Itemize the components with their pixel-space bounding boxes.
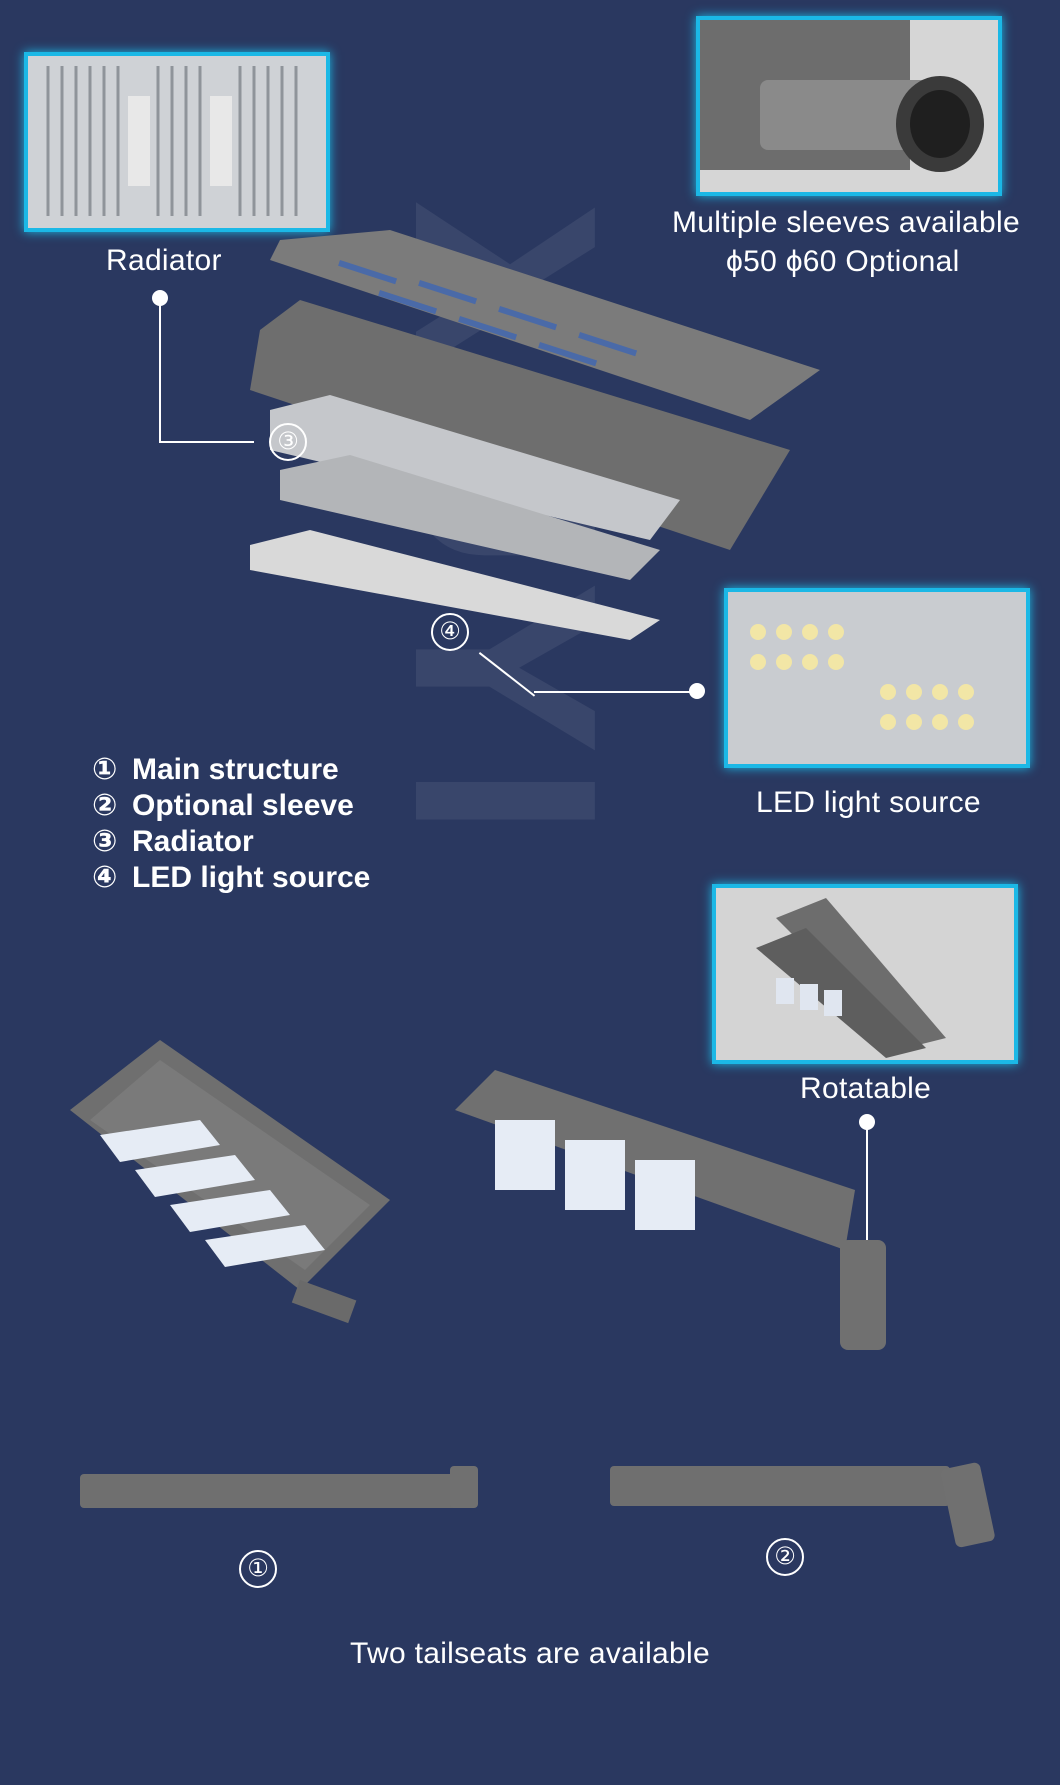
legend-text: Main structure [132,753,339,786]
led-pointer-dot [689,683,705,699]
rotatable-photo [712,884,1018,1064]
legend-item: ④ LED light source [92,860,370,896]
led-label: LED light source [756,786,981,819]
lamp-front-image [70,1040,390,1324]
sleeves-label-line1: Multiple sleeves available [672,206,1020,239]
sleeves-label-line2: ϕ50 ϕ60 Optional [726,245,960,278]
exploded-lamp-image [250,230,820,640]
rotatable-pointer-line [866,1126,868,1266]
legend-text: Optional sleeve [132,789,354,822]
parts-legend: ① Main structure ② Optional sleeve ③ Radiat… [92,752,370,896]
marker-three: ③ [269,423,307,461]
tailseat-two-image [610,1462,995,1548]
legend-num: ③ [92,825,118,858]
rotatable-image [716,888,1014,1060]
led-image [728,592,1026,764]
legend-item: ③ Radiator [92,824,370,860]
legend-text: LED light source [132,861,371,894]
legend-item: ① Main structure [92,752,370,788]
tailseats-caption: Two tailseats are available [350,1637,710,1670]
sleeve-image [700,20,998,192]
rotatable-label: Rotatable [800,1072,932,1105]
legend-num: ② [92,789,118,822]
radiator-pointer-line [159,300,161,442]
radiator-photo [24,52,330,232]
radiator-pointer-dot [152,290,168,306]
legend-num: ① [92,753,118,786]
legend-num: ④ [92,861,118,894]
radiator-image [28,56,326,228]
tailseat-one-image [80,1466,478,1508]
legend-text: Radiator [132,825,254,858]
radiator-label: Radiator [106,244,222,277]
led-photo [724,588,1030,768]
sleeve-photo [696,16,1002,196]
led-pointer-line [534,691,694,693]
tailseat-two-marker: ② [766,1538,804,1576]
legend-item: ② Optional sleeve [92,788,370,824]
tailseat-one-marker: ① [239,1550,277,1588]
lamp-side-image [455,1070,886,1350]
rotatable-pointer-dot [859,1114,875,1130]
marker-four: ④ [431,613,469,651]
radiator-pointer-line-h [159,441,254,443]
